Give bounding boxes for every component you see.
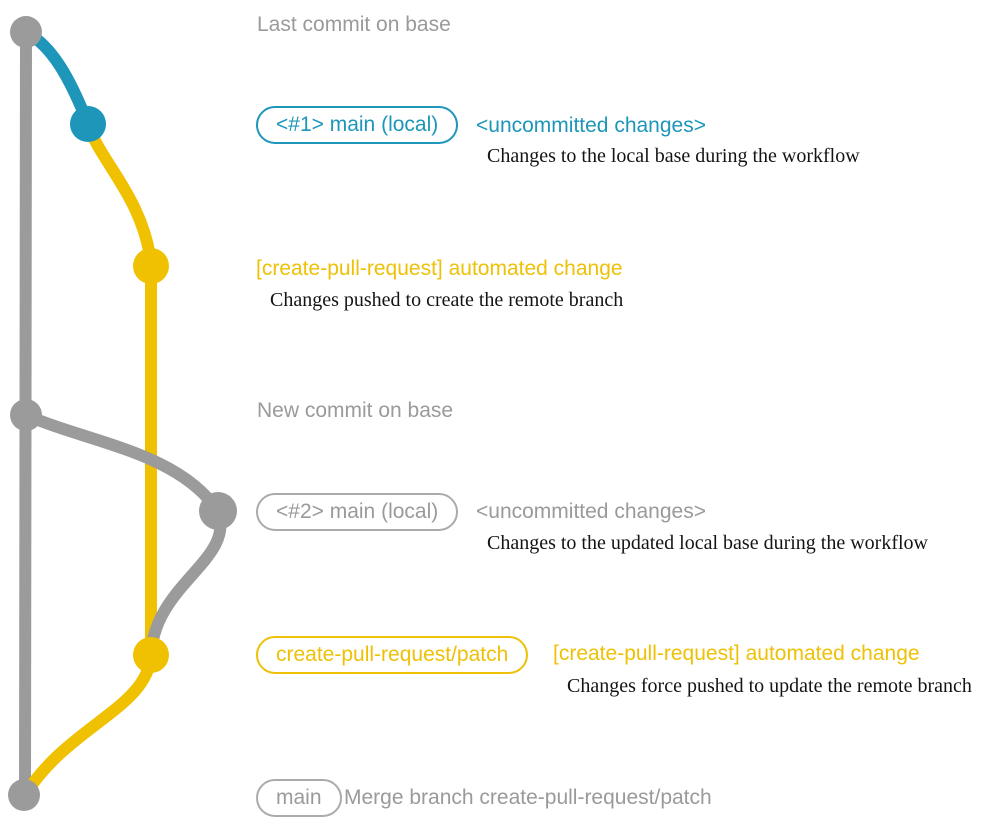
local-changes-branch-2 xyxy=(20,409,227,661)
merge-branch-segment xyxy=(19,649,157,801)
branch-graph xyxy=(8,16,237,811)
automated-change-2-description: Changes force pushed to update the remot… xyxy=(567,675,972,697)
uncommitted-changes-2-label: <uncommitted changes> xyxy=(476,500,706,523)
automated-change-1-label: [create-pull-request] automated change xyxy=(256,257,623,280)
commit-node-merge-commit xyxy=(8,779,40,811)
branch-badge-main-local-1: <#1> main (local) xyxy=(256,106,459,144)
commit-node-uncommitted-changes-2 xyxy=(199,492,237,530)
branch-badge-main: main xyxy=(256,779,342,817)
automated-change-2-label: [create-pull-request] automated change xyxy=(553,642,920,665)
merge-commit-label: Merge branch create-pull-request/patch xyxy=(344,786,712,809)
uncommitted-changes-2-description: Changes to the updated local base during… xyxy=(487,532,928,554)
last-commit-on-base-label: Last commit on base xyxy=(257,13,451,36)
commit-node-automated-change-2 xyxy=(133,637,169,673)
automated-change-1-description: Changes pushed to create the remote bran… xyxy=(270,289,624,311)
commit-node-last-commit-on-base xyxy=(10,16,42,48)
uncommitted-changes-1-label: <uncommitted changes> xyxy=(476,114,706,137)
commit-node-uncommitted-changes-1 xyxy=(70,106,106,142)
commit-node-automated-change-1 xyxy=(133,248,169,284)
pr-branch-create-segment xyxy=(82,118,157,268)
branch-badge-create-pull-request-patch: create-pull-request/patch xyxy=(256,636,529,674)
new-commit-on-base-label: New commit on base xyxy=(257,399,454,422)
commit-node-new-commit-on-base xyxy=(10,399,42,431)
branch-badge-main-local-2: <#2> main (local) xyxy=(256,493,459,531)
uncommitted-changes-1-description: Changes to the local base during the wor… xyxy=(487,145,860,167)
